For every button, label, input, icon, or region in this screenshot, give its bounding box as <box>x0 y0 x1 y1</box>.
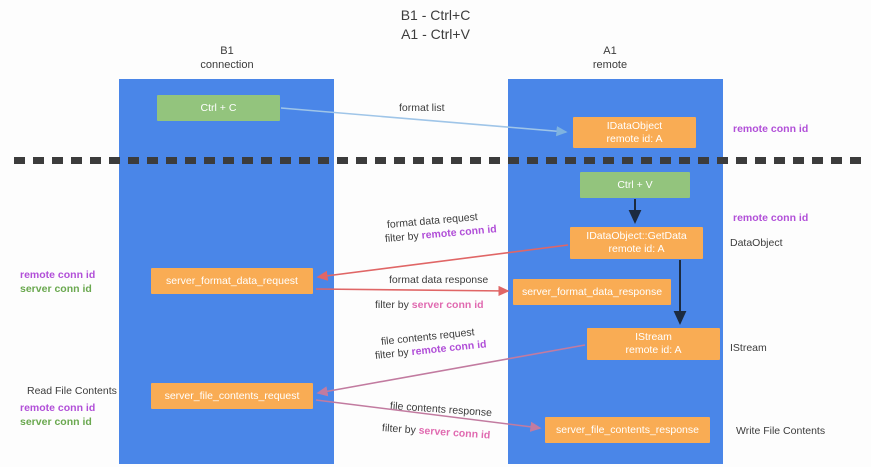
column-header-a1-name: A1 <box>603 45 617 57</box>
annotation-remote-conn-id-top: remote conn id <box>733 123 809 135</box>
node-server-file-contents-request-label: server_file_contents_request <box>164 389 300 402</box>
arrow-format-data-response <box>315 285 510 297</box>
node-server-file-contents-response[interactable]: server_file_contents_response <box>545 417 710 443</box>
node-server-format-data-request[interactable]: server_format_data_request <box>151 268 313 294</box>
node-ctrl-v-label: Ctrl + V <box>617 178 653 191</box>
annotation-remote-conn-id-mid: remote conn id <box>733 212 809 224</box>
node-ctrl-c-label: Ctrl + C <box>200 101 237 114</box>
node-server-format-data-response[interactable]: server_format_data_response <box>513 279 671 305</box>
key-server-conn-id-2: server conn id <box>418 424 491 442</box>
node-server-format-data-request-label: server_format_data_request <box>166 274 298 287</box>
flow-label-format-data-response: format data response <box>389 274 489 286</box>
title-line-1: B1 - Ctrl+C <box>400 7 471 23</box>
annotation-left-remote-conn-id-2: remote conn id <box>20 402 96 414</box>
annotation-left-server-conn-id-2: server conn id <box>20 416 92 428</box>
node-ctrl-c[interactable]: Ctrl + C <box>157 95 280 121</box>
node-ctrl-v[interactable]: Ctrl + V <box>580 172 690 198</box>
node-idataobject-getdata[interactable]: IDataObject::GetData remote id: A <box>570 227 703 259</box>
phase-separator <box>14 157 861 164</box>
flow-label-filter-by-server-conn-id-2: filter by server conn id <box>382 421 491 443</box>
node-idataobject[interactable]: IDataObject remote id: A <box>573 117 696 148</box>
annotation-left-server-conn-id-1: server conn id <box>20 283 92 295</box>
filter-prefix-4: filter by <box>381 422 420 437</box>
column-header-a1-role: remote <box>592 59 628 71</box>
flow-label-format-list: format list <box>399 102 445 114</box>
flow-label-file-contents-response: file contents response <box>389 400 493 420</box>
title-line-2: A1 - Ctrl+V <box>401 26 470 42</box>
node-istream-line2: remote id: A <box>625 344 682 356</box>
column-header-b1-name: B1 <box>220 45 234 57</box>
annotation-istream: IStream <box>730 342 767 354</box>
node-getdata-line2: remote id: A <box>608 243 665 255</box>
node-server-file-contents-response-label: server_file_contents_response <box>555 423 699 436</box>
node-server-format-data-response-label: server_format_data_response <box>521 285 663 298</box>
annotation-left-remote-conn-id-1: remote conn id <box>20 269 96 281</box>
column-header-b1: B1 connection <box>127 44 327 72</box>
node-istream-line1: IStream <box>635 331 672 343</box>
node-server-file-contents-request[interactable]: server_file_contents_request <box>151 383 313 409</box>
node-getdata-line1: IDataObject::GetData <box>586 230 687 242</box>
flow-label-filter-by-server-conn-id-1: filter by server conn id <box>375 298 484 312</box>
column-header-b1-role: connection <box>200 59 254 71</box>
node-idataobject-line2: remote id: A <box>606 132 663 145</box>
node-idataobject-line1: IDataObject <box>606 119 663 132</box>
filter-prefix-1: filter by <box>384 229 423 245</box>
key-server-conn-id-1: server conn id <box>411 299 484 311</box>
annotation-read-file-contents: Read File Contents <box>27 385 117 397</box>
annotation-dataobject: DataObject <box>730 237 783 249</box>
filter-prefix-2: filter by <box>375 299 412 311</box>
filter-prefix-3: filter by <box>374 346 413 362</box>
diagram-title: B1 - Ctrl+C A1 - Ctrl+V <box>0 6 871 44</box>
column-header-a1: A1 remote <box>510 44 710 72</box>
node-istream[interactable]: IStream remote id: A <box>587 328 720 360</box>
annotation-write-file-contents: Write File Contents <box>736 425 826 437</box>
